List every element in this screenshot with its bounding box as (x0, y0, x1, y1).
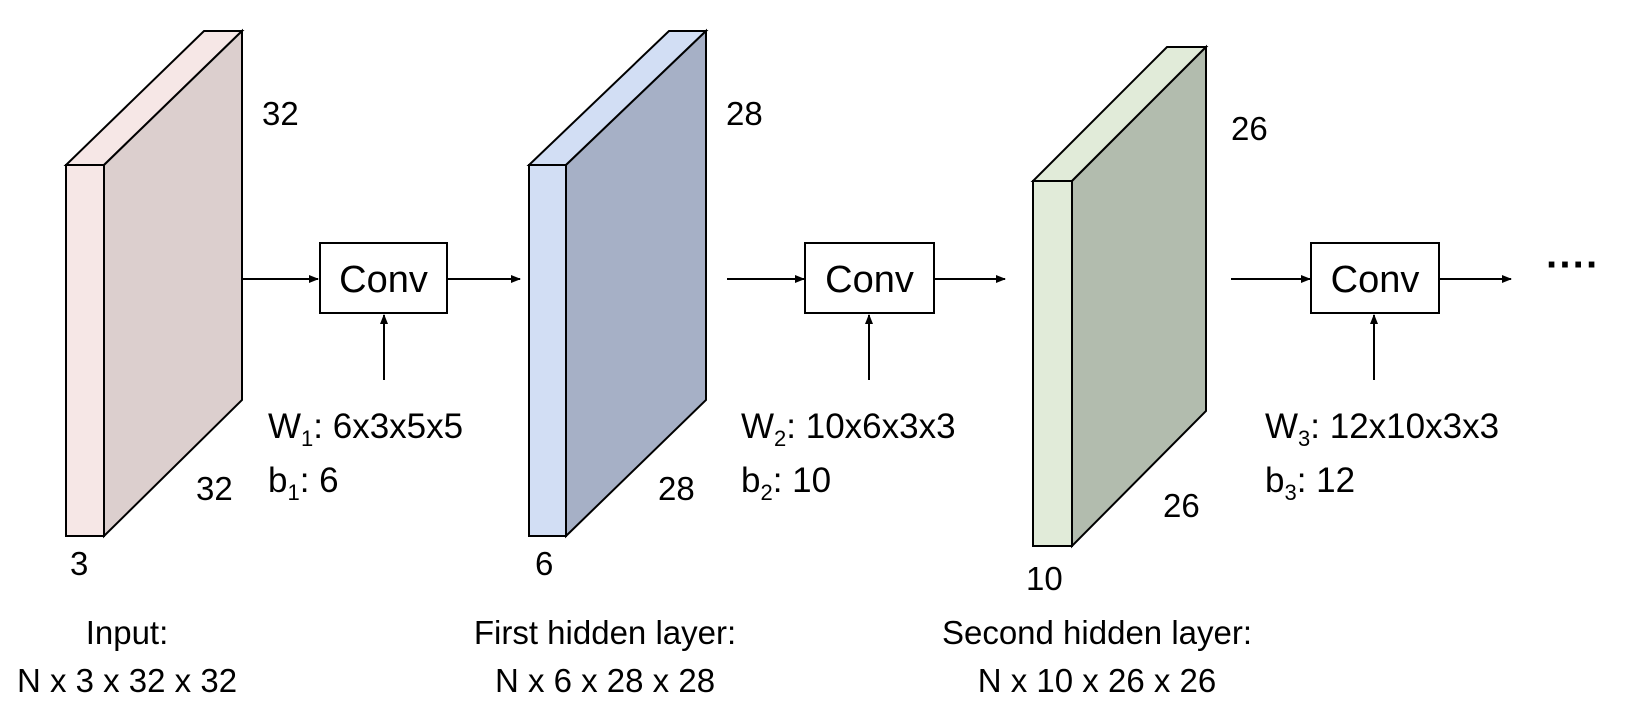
input-caption-title: Input: (86, 614, 169, 651)
conv1-block: Conv (319, 242, 448, 314)
hidden2-height-label: 26 (1163, 487, 1200, 524)
conv1-label: Conv (339, 259, 428, 301)
input-volume (63, 28, 245, 539)
input-width-label: 32 (262, 95, 299, 132)
conv1-weights: W1: 6x3x5x5 (268, 407, 463, 451)
input-volume-front (65, 164, 105, 537)
hidden1-height-label: 28 (658, 470, 695, 507)
input-height-label: 32 (196, 470, 233, 507)
conv2-box (804, 242, 935, 314)
hidden1-volume (526, 28, 709, 539)
conv1-bias: b1: 6 (268, 461, 339, 505)
hidden1-caption-shape: N x 6 x 28 x 28 (495, 662, 715, 699)
hidden1-depth-label: 6 (535, 545, 553, 582)
conv3-weights: W3: 12x10x3x3 (1265, 407, 1499, 451)
hidden2-volume (1030, 44, 1209, 549)
input-depth-label: 3 (70, 545, 88, 582)
hidden1-volume-side (565, 28, 707, 539)
conv3-block: Conv (1310, 242, 1440, 314)
conv2-weights: W2: 10x6x3x3 (741, 407, 956, 451)
conv2-label: Conv (825, 259, 914, 301)
hidden1-volume-front (528, 164, 567, 537)
hidden1-caption-title: First hidden layer: (474, 614, 736, 651)
input-caption-shape: N x 3 x 32 x 32 (17, 662, 237, 699)
hidden2-caption-shape: N x 10 x 26 x 26 (978, 662, 1216, 699)
hidden2-caption-title: Second hidden layer: (942, 614, 1252, 651)
hidden2-width-label: 26 (1231, 110, 1268, 147)
conv1-box (319, 242, 448, 314)
continuation-ellipsis: ···· (1546, 243, 1599, 287)
hidden2-volume-front (1032, 180, 1073, 547)
conv2-block: Conv (804, 242, 935, 314)
hidden2-depth-label: 10 (1026, 560, 1063, 597)
conv2-bias: b2: 10 (741, 461, 831, 505)
conv3-label: Conv (1331, 259, 1420, 301)
hidden1-width-label: 28 (726, 95, 763, 132)
conv3-bias: b3: 12 (1265, 461, 1355, 505)
